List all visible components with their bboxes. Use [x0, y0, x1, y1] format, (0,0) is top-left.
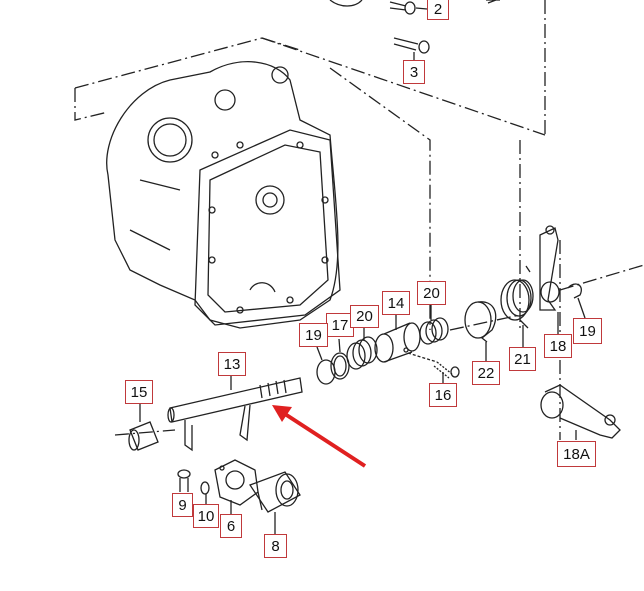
callout-9: 9 — [172, 493, 193, 517]
callout-20-right: 20 — [417, 281, 446, 305]
lever-18A — [540, 384, 621, 440]
callout-2: 2 — [427, 0, 449, 20]
callout-6: 6 — [220, 514, 242, 538]
torsion-spring-21 — [500, 265, 534, 347]
spring-20-right — [419, 317, 449, 345]
part-fragment-top-right — [486, 0, 500, 4]
washer-17 — [330, 352, 350, 380]
callout-13: 13 — [218, 352, 246, 376]
assembly-guide-lines — [74, 0, 644, 440]
gearbox-housing — [106, 0, 363, 329]
callout-10: 10 — [193, 504, 219, 528]
callout-15: 15 — [125, 380, 153, 404]
pin-16 — [433, 361, 460, 383]
callout-14: 14 — [382, 291, 410, 315]
cover-6 — [214, 459, 259, 506]
sleeve-14 — [374, 322, 421, 363]
bearing-housing-8 — [249, 471, 301, 513]
callout-18: 18 — [544, 334, 572, 358]
callout-20-left: 20 — [350, 305, 379, 328]
callout-19-left: 19 — [299, 323, 328, 347]
callout-3: 3 — [403, 60, 425, 84]
bolt-2 — [389, 1, 428, 15]
callout-18A: 18A — [557, 441, 596, 467]
lever-18 — [539, 225, 560, 334]
bolt-3 — [393, 37, 430, 60]
cap-15 — [128, 404, 159, 451]
callout-17: 17 — [326, 313, 354, 337]
washer-10 — [200, 481, 210, 495]
clip-19-right — [567, 283, 586, 319]
callout-19-right: 19 — [573, 318, 602, 344]
callout-21: 21 — [509, 347, 536, 371]
red-pointer-arrow — [272, 405, 367, 468]
spring-20-left — [346, 336, 378, 370]
cup-22 — [464, 301, 497, 361]
callout-16: 16 — [429, 383, 457, 407]
callout-8: 8 — [264, 534, 287, 558]
callout-22: 22 — [472, 361, 500, 385]
selector-shaft-13 — [167, 375, 303, 452]
bolt-9 — [177, 469, 191, 492]
